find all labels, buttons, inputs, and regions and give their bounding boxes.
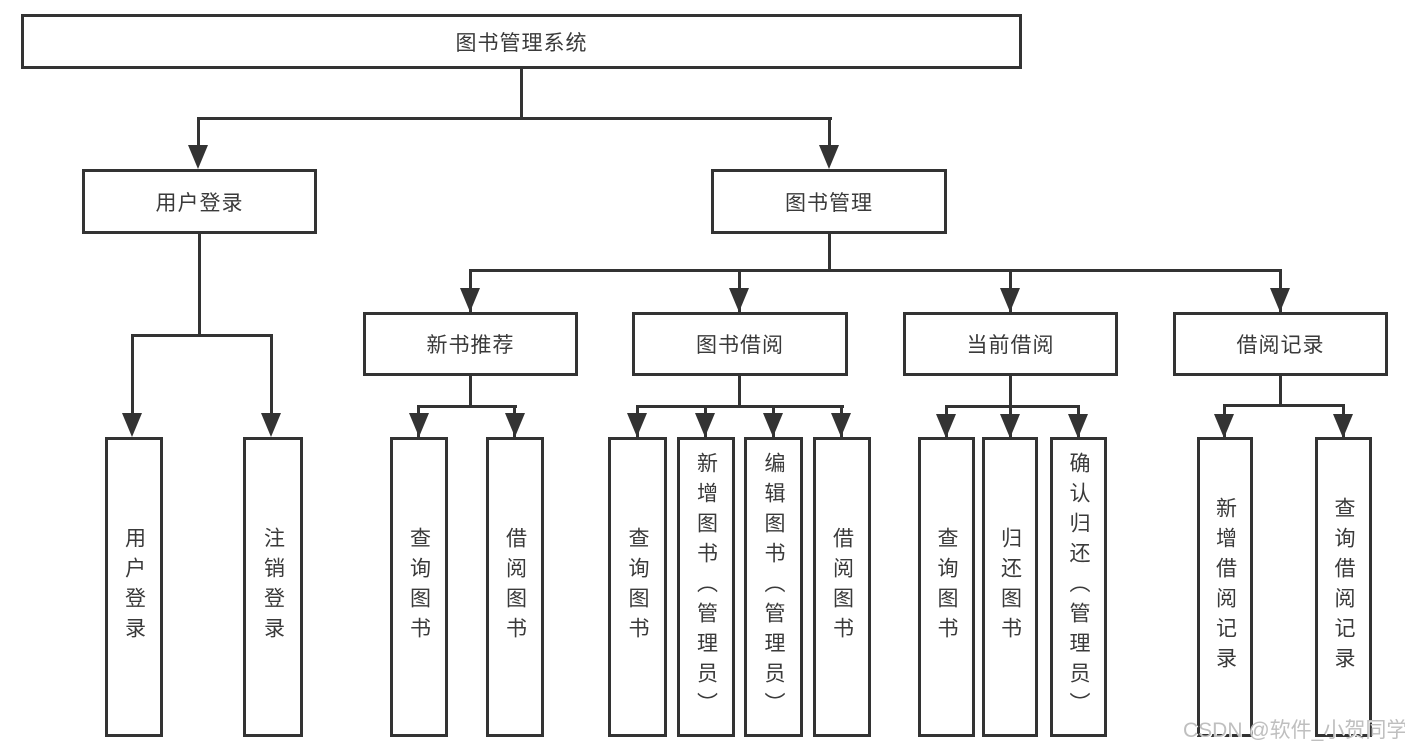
leaf-label: 新增图书（管理员）	[694, 452, 718, 722]
connector-line	[198, 233, 201, 337]
arrow-down-icon	[122, 413, 142, 437]
node-root-label: 图书管理系统	[455, 31, 588, 55]
node-new-book-recommend-label: 新书推荐	[426, 334, 515, 357]
watermark: CSDN @软件_小贺同学	[1183, 719, 1405, 742]
arrow-down-icon	[1270, 288, 1290, 312]
arrow-down-icon	[729, 288, 749, 312]
connector-line	[828, 233, 831, 272]
arrow-down-icon	[819, 145, 839, 169]
leaf-label: 查询图书	[407, 527, 431, 647]
leaf-label: 查询图书	[626, 527, 649, 647]
leaf-query-borrow-record: 查询借阅记录	[1315, 437, 1372, 737]
connector-line	[270, 334, 273, 414]
leaf-label: 新增借阅记录	[1213, 497, 1237, 677]
arrow-down-icon	[627, 413, 647, 437]
connector-line	[738, 375, 741, 408]
arrow-down-icon	[460, 288, 480, 312]
connector-line	[131, 334, 134, 414]
node-user-login-label: 用户登录	[155, 191, 244, 215]
leaf-return-book: 归还图书	[982, 437, 1038, 737]
connector-line	[131, 334, 273, 337]
arrow-down-icon	[695, 413, 715, 437]
arrow-down-icon	[1000, 288, 1020, 312]
leaf-newrec-borrow-book: 借阅图书	[486, 437, 544, 737]
connector-line	[945, 405, 1080, 408]
leaf-newrec-query-book: 查询图书	[390, 437, 448, 737]
node-borrow-record: 借阅记录	[1173, 312, 1388, 376]
connector-line	[1223, 404, 1344, 407]
connector-line	[197, 117, 832, 120]
connector-line	[1009, 375, 1012, 408]
leaf-label: 用户登录	[122, 527, 146, 647]
leaf-current-query-book: 查询图书	[918, 437, 975, 737]
node-borrow-record-label: 借阅记录	[1236, 334, 1325, 357]
leaf-label: 借阅图书	[830, 527, 854, 647]
connector-line	[828, 117, 831, 150]
connector-line	[636, 405, 844, 408]
leaf-label: 查询借阅记录	[1332, 497, 1355, 677]
arrow-down-icon	[505, 413, 525, 437]
arrow-down-icon	[1214, 414, 1234, 438]
leaf-edit-book-admin: 编辑图书（管理员）	[744, 437, 803, 737]
leaf-add-borrow-record: 新增借阅记录	[1197, 437, 1253, 737]
node-root: 图书管理系统	[21, 14, 1022, 69]
node-new-book-recommend: 新书推荐	[363, 312, 578, 376]
node-user-login: 用户登录	[82, 169, 317, 234]
node-book-borrow: 图书借阅	[632, 312, 848, 376]
leaf-label: 归还图书	[998, 527, 1022, 647]
arrow-down-icon	[831, 413, 851, 437]
arrow-down-icon	[763, 413, 783, 437]
node-book-management: 图书管理	[711, 169, 947, 234]
connector-line	[469, 269, 1282, 272]
arrow-down-icon	[936, 414, 956, 438]
leaf-confirm-return-admin: 确认归还（管理员）	[1050, 437, 1107, 737]
node-book-management-label: 图书管理	[785, 191, 873, 215]
arrow-down-icon	[261, 413, 281, 437]
node-current-borrow: 当前借阅	[903, 312, 1118, 376]
leaf-label: 借阅图书	[503, 527, 527, 647]
connector-line	[197, 117, 200, 150]
leaf-borrow-borrow-book: 借阅图书	[813, 437, 871, 737]
connector-line	[417, 405, 517, 408]
node-book-borrow-label: 图书借阅	[696, 334, 784, 357]
leaf-add-book-admin: 新增图书（管理员）	[677, 437, 735, 737]
arrow-down-icon	[1068, 414, 1088, 438]
leaf-label: 编辑图书（管理员）	[762, 452, 785, 722]
leaf-label: 确认归还（管理员）	[1067, 452, 1090, 722]
leaf-user-login: 用户登录	[105, 437, 163, 737]
connector-line	[469, 375, 472, 408]
leaf-logout: 注销登录	[243, 437, 303, 737]
arrow-down-icon	[188, 145, 208, 169]
connector-line	[520, 69, 523, 118]
node-current-borrow-label: 当前借阅	[966, 334, 1055, 357]
leaf-borrow-query-book: 查询图书	[608, 437, 667, 737]
arrow-down-icon	[409, 413, 429, 437]
arrow-down-icon	[1000, 414, 1020, 438]
leaf-label: 查询图书	[935, 527, 958, 647]
connector-line	[1279, 375, 1282, 407]
leaf-label: 注销登录	[261, 527, 285, 647]
arrow-down-icon	[1333, 414, 1353, 438]
